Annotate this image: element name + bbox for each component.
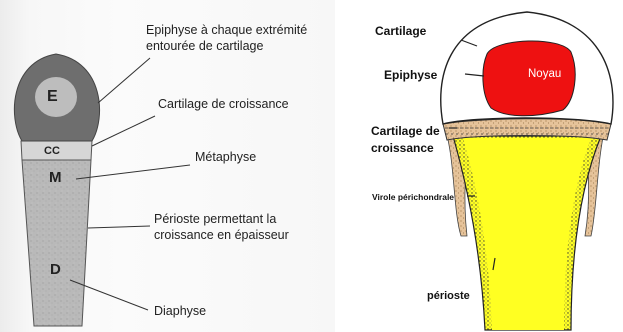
- metaphysis-letter: M: [49, 170, 62, 185]
- label-periosteum: périoste: [427, 289, 470, 304]
- pointer-growth-cartilage: [92, 116, 155, 146]
- right-bone-diagram: [335, 0, 623, 332]
- label-epiphysis: Epiphyse: [384, 68, 437, 83]
- label-nucleus: Noyau: [528, 67, 561, 82]
- label-growth-cartilage-line2: croissance: [371, 141, 434, 156]
- pointer-periosteum: [88, 226, 150, 228]
- pointer-metaphysis: [76, 165, 190, 179]
- right-bone-diagram-panel: Cartilage Epiphyse Noyau Cartilage de cr…: [335, 0, 623, 332]
- label-perichondral-ring: Virole périchondrale: [372, 190, 454, 205]
- label-periosteum-line2: croissance en épaisseur: [154, 228, 289, 243]
- label-epiphysis-line2: entourée de cartilage: [146, 39, 263, 54]
- diaphysis-letter: D: [50, 262, 61, 277]
- left-bone-diagram-panel: E CC M D Epiphyse à chaque extrémité ent…: [0, 0, 335, 332]
- epiphysis-letter: E: [47, 89, 58, 104]
- label-cartilage: Cartilage: [375, 24, 426, 39]
- label-metaphysis: Métaphyse: [195, 150, 256, 165]
- growth-cartilage-letter: CC: [44, 144, 60, 159]
- label-growth-cartilage: Cartilage de croissance: [158, 97, 289, 112]
- label-periosteum-line1: Périoste permettant la: [154, 212, 276, 227]
- label-diaphysis: Diaphyse: [154, 304, 206, 319]
- label-epiphysis-line1: Epiphyse à chaque extrémité: [146, 23, 307, 38]
- label-growth-cartilage-line1: Cartilage de: [371, 124, 440, 139]
- pointer-epiphysis: [98, 58, 150, 103]
